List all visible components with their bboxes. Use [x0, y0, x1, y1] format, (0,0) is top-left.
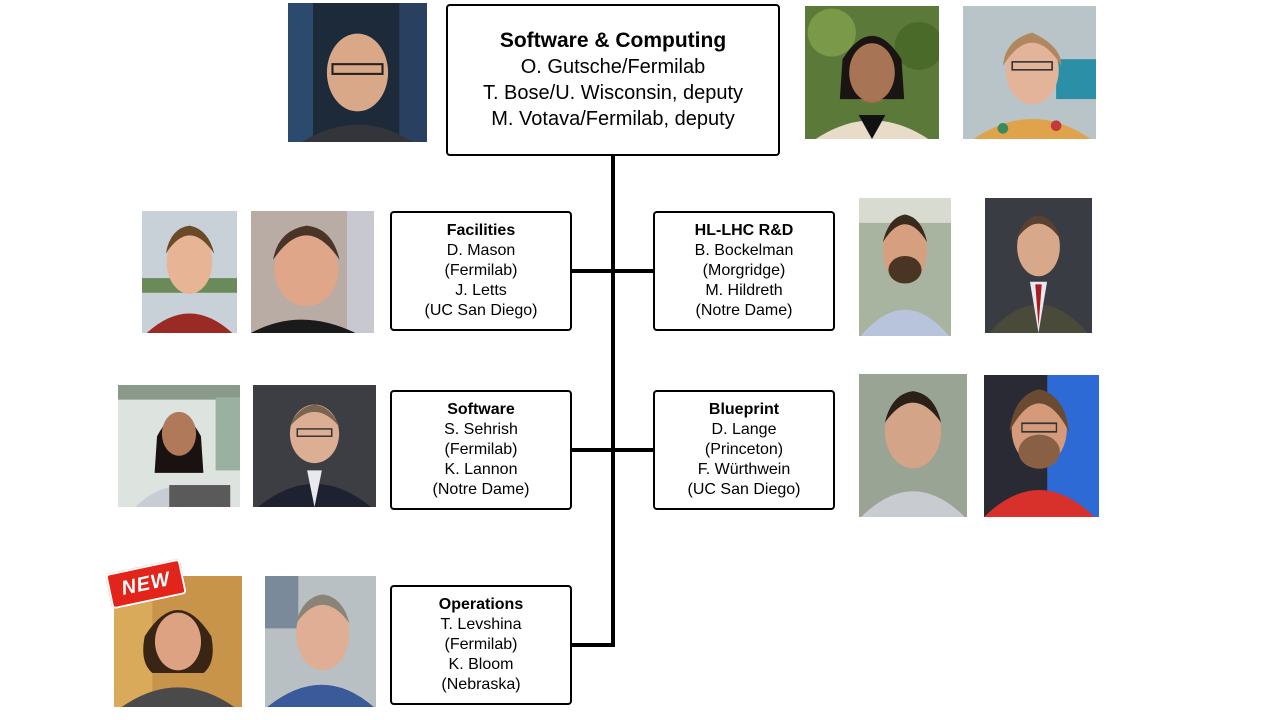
portrait-photo-hildreth: [985, 198, 1092, 333]
top-line-3: M. Votava/Fermilab, deputy: [491, 108, 735, 130]
operations-line-1: T. Levshina: [440, 616, 522, 633]
portrait-photo-bloom: [265, 576, 376, 707]
hllhc-line-3: M. Hildreth: [705, 282, 783, 299]
top-title: Software & Computing: [499, 29, 727, 52]
operations-box: Operations T. Levshina (Fermilab) K. Blo…: [390, 585, 572, 705]
facilities-line-2: (Fermilab): [444, 262, 518, 279]
connector-facilities-hllhc: [572, 269, 654, 273]
software-line-4: (Notre Dame): [432, 481, 530, 498]
facilities-line-4: (UC San Diego): [424, 302, 538, 319]
operations-title: Operations: [438, 596, 524, 613]
portrait-photo-gutsche: [288, 3, 427, 142]
software-title: Software: [447, 401, 515, 418]
hllhc-line-1: B. Bockelman: [694, 242, 794, 259]
portrait-photo-lannon: [253, 385, 376, 507]
blueprint-title: Blueprint: [708, 401, 780, 418]
operations-line-2: (Fermilab): [444, 636, 518, 653]
blueprint-line-2: (Princeton): [704, 441, 784, 458]
portrait-photo-letts: [251, 211, 374, 333]
portrait-photo-mason: [142, 211, 237, 333]
blueprint-line-1: D. Lange: [711, 421, 777, 438]
blueprint-box: Blueprint D. Lange (Princeton) F. Würthw…: [653, 390, 835, 510]
software-box: Software S. Sehrish (Fermilab) K. Lannon…: [390, 390, 572, 510]
portrait-photo-votava: [963, 6, 1096, 139]
facilities-line-3: J. Letts: [455, 282, 507, 299]
software-computing-box: Software & Computing O. Gutsche/Fermilab…: [446, 4, 780, 156]
blueprint-line-3: F. Würthwein: [697, 461, 791, 478]
hllhc-line-2: (Morgridge): [702, 262, 786, 279]
operations-line-4: (Nebraska): [441, 676, 521, 693]
operations-line-3: K. Bloom: [448, 656, 514, 673]
facilities-line-1: D. Mason: [446, 242, 516, 259]
portrait-photo-wuerthwein: [984, 375, 1099, 517]
portrait-photo-lange: [859, 374, 967, 517]
top-line-1: O. Gutsche/Fermilab: [520, 56, 706, 78]
hllhc-line-4: (Notre Dame): [695, 302, 793, 319]
top-line-2: T. Bose/U. Wisconsin, deputy: [482, 82, 744, 104]
trunk-line: [611, 156, 615, 646]
blueprint-line-4: (UC San Diego): [687, 481, 801, 498]
portrait-photo-bose: [805, 6, 939, 139]
portrait-photo-sehrish: [118, 385, 240, 507]
facilities-title: Facilities: [446, 222, 516, 239]
software-line-3: K. Lannon: [444, 461, 518, 478]
facilities-box: Facilities D. Mason (Fermilab) J. Letts …: [390, 211, 572, 331]
connector-software-blueprint: [572, 448, 654, 452]
portrait-photo-levshina: [114, 576, 242, 707]
portrait-photo-bockelman: [859, 198, 951, 336]
software-line-1: S. Sehrish: [444, 421, 518, 438]
software-line-2: (Fermilab): [444, 441, 518, 458]
connector-operations: [572, 643, 615, 647]
hllhc-title: HL-LHC R&D: [694, 222, 794, 239]
hllhc-rd-box: HL-LHC R&D B. Bockelman (Morgridge) M. H…: [653, 211, 835, 331]
